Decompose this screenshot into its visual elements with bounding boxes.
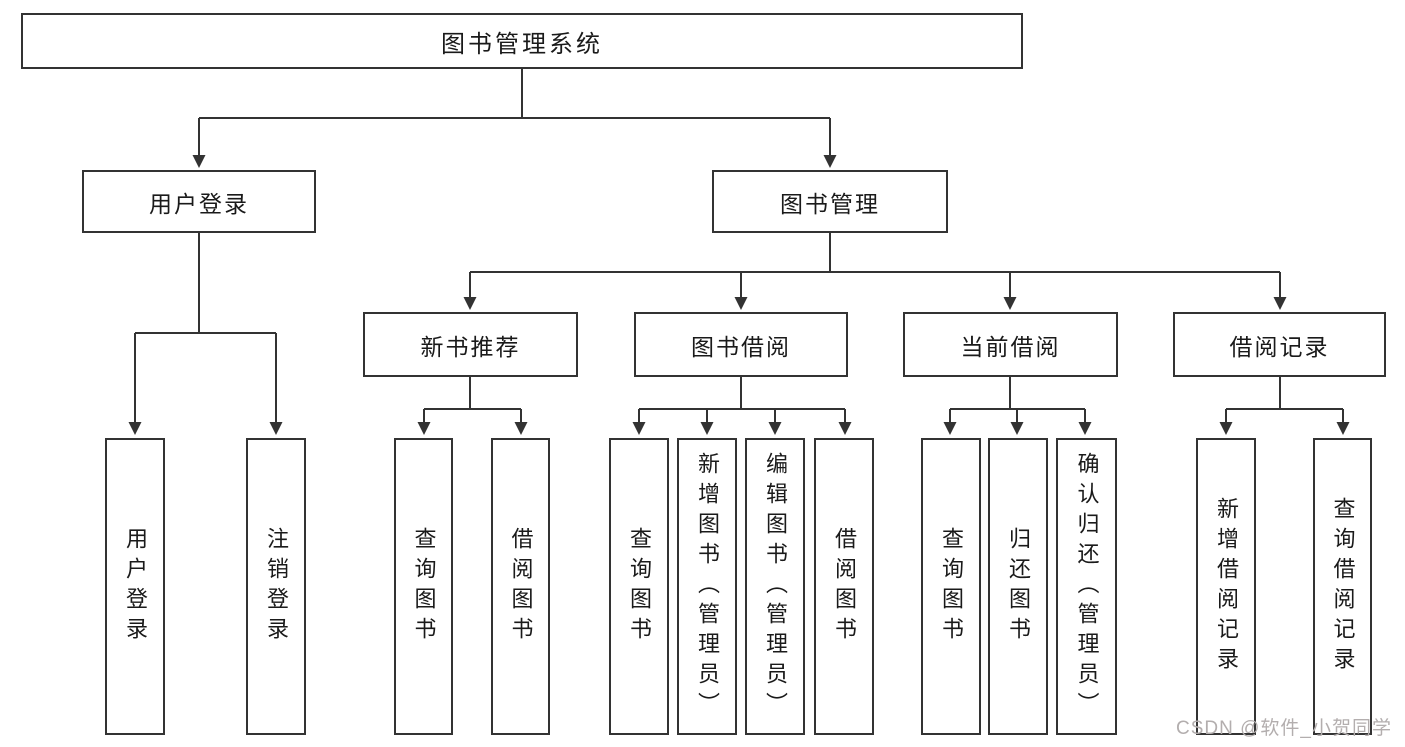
leaf-query-books-borrow: 查询图书: [609, 438, 669, 735]
leaf-borrow-books: 借阅图书: [814, 438, 874, 735]
leaf-add-book-admin: 新增图书（管理员）: [677, 438, 737, 735]
node-library-management-system: 图书管理系统: [21, 13, 1023, 69]
leaf-confirm-return-admin: 确认归还（管理员）: [1056, 438, 1117, 735]
leaf-edit-book-admin: 编辑图书（管理员）: [745, 438, 805, 735]
node-current-borrowing: 当前借阅: [903, 312, 1118, 377]
csdn-watermark: CSDN @软件_小贺同学: [1176, 718, 1392, 739]
leaf-add-borrow-record: 新增借阅记录: [1196, 438, 1256, 735]
node-book-borrowing: 图书借阅: [634, 312, 848, 377]
leaf-query-books-recommend: 查询图书: [394, 438, 453, 735]
leaf-borrow-books-recommend: 借阅图书: [491, 438, 550, 735]
node-new-book-recommend: 新书推荐: [363, 312, 578, 377]
node-book-management: 图书管理: [712, 170, 948, 233]
node-borrowing-records: 借阅记录: [1173, 312, 1386, 377]
node-user-login: 用户登录: [82, 170, 316, 233]
leaf-user-login: 用户登录: [105, 438, 165, 735]
leaf-logout: 注销登录: [246, 438, 306, 735]
leaf-query-borrow-record: 查询借阅记录: [1313, 438, 1372, 735]
leaf-return-book: 归还图书: [988, 438, 1048, 735]
leaf-query-books-current: 查询图书: [921, 438, 981, 735]
